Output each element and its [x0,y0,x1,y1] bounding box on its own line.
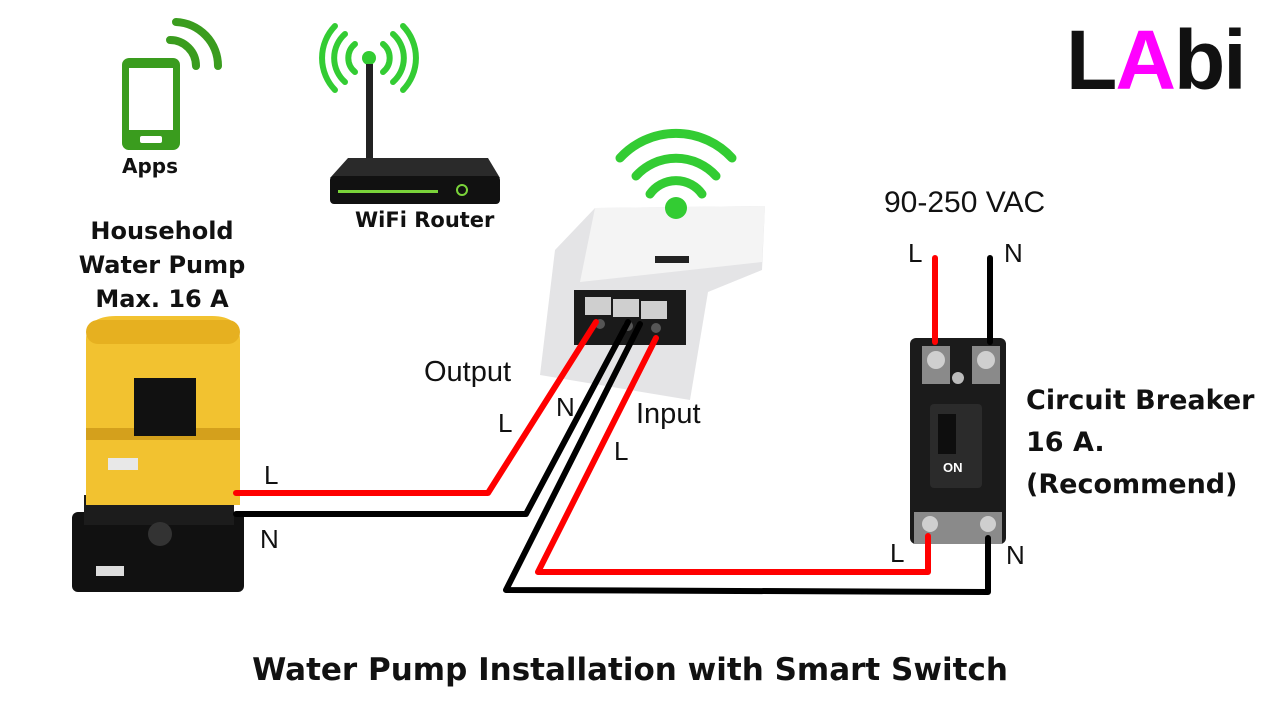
circuit-breaker-icon [910,338,1006,544]
breaker-on-text: ON [943,460,963,475]
wire-pump-neutral [233,319,631,517]
logo-part-a: A [1115,13,1176,107]
breaker-label-line3: (Recommend) [1026,469,1238,500]
wire-pump-live [233,319,599,496]
router-label: WiFi Router [355,208,495,232]
breaker-neutral-letter: N [1006,540,1025,570]
input-label: Input [636,398,701,430]
phone-icon [122,18,223,150]
pump-label-line2: Water Pump [78,251,246,279]
pump-live-letter: L [264,460,279,490]
apps-label: Apps [122,154,179,178]
router-icon [330,64,500,204]
logo-part-l: L [1066,13,1117,107]
pump-label-line1: Household [90,217,234,245]
pump-neutral-letter: N [260,524,279,554]
wire-input-live [535,335,931,575]
supply-live-letter: L [908,238,923,268]
output-label: Output [424,356,512,388]
input-live-letter: L [614,436,629,466]
breaker-label: Circuit Breaker 16 A. (Recommend) [1026,380,1254,506]
breaker-label-line2: 16 A. [1026,427,1105,458]
breaker-label-line1: Circuit Breaker [1026,385,1255,416]
pump-label: Household Water Pump Max. 16 A [72,214,252,316]
wire-input-neutral [503,321,991,595]
breaker-live-letter: L [890,538,905,568]
diagram-title: Water Pump Installation with Smart Switc… [252,652,1008,688]
labi-logo: LAbi [1066,18,1247,102]
output-live-letter: L [498,408,513,438]
output-neutral-letter: N [556,392,575,422]
smart-switch-icon [540,128,765,400]
supply-neutral-letter: N [1004,238,1023,268]
wifi-icon [319,23,419,93]
logo-part-bi: bi [1173,13,1247,107]
supply-voltage-label: 90-250 VAC [884,186,1046,219]
pump-label-line3: Max. 16 A [95,285,229,313]
water-pump-icon [72,316,244,592]
wires [233,255,993,595]
